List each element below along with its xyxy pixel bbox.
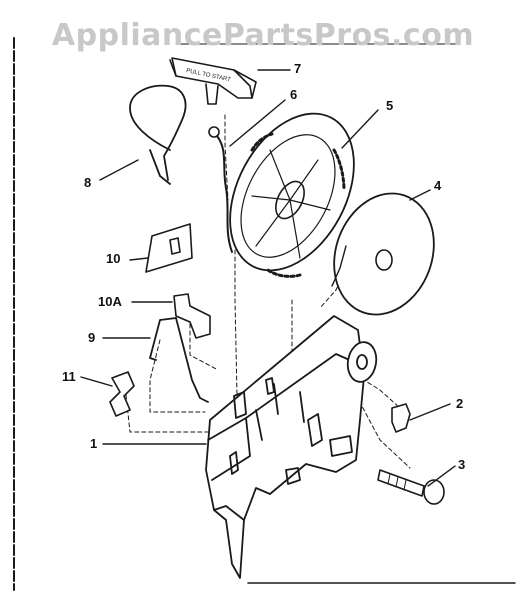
part-recoil-spring xyxy=(331,192,435,316)
part-nut xyxy=(391,403,411,433)
part-starter-handle: PULL TO START xyxy=(169,57,257,105)
callout-2: 2 xyxy=(456,396,464,411)
part-wire-spring xyxy=(149,317,209,403)
callout-10: 10 xyxy=(106,251,121,266)
part-retainer-plate xyxy=(145,223,193,273)
part-main-bracket xyxy=(205,315,378,579)
part-clip xyxy=(109,371,135,417)
callout-1: 1 xyxy=(90,436,98,451)
callout-11: 11 xyxy=(62,369,76,384)
callout-leaders xyxy=(80,69,456,487)
callout-10a: 10A xyxy=(98,294,122,309)
callout-6: 6 xyxy=(290,87,298,102)
callout-7: 7 xyxy=(294,61,302,76)
part-shoulder-bolt xyxy=(377,469,445,505)
part-wire-guide xyxy=(129,84,187,185)
callout-3: 3 xyxy=(458,457,466,472)
part-small-bracket xyxy=(173,293,211,339)
callout-4: 4 xyxy=(434,178,442,193)
callout-9: 9 xyxy=(88,330,96,345)
callout-8: 8 xyxy=(84,175,92,190)
part-starter-rope xyxy=(208,126,233,253)
part-pulley xyxy=(229,112,355,278)
callout-5: 5 xyxy=(386,98,394,113)
